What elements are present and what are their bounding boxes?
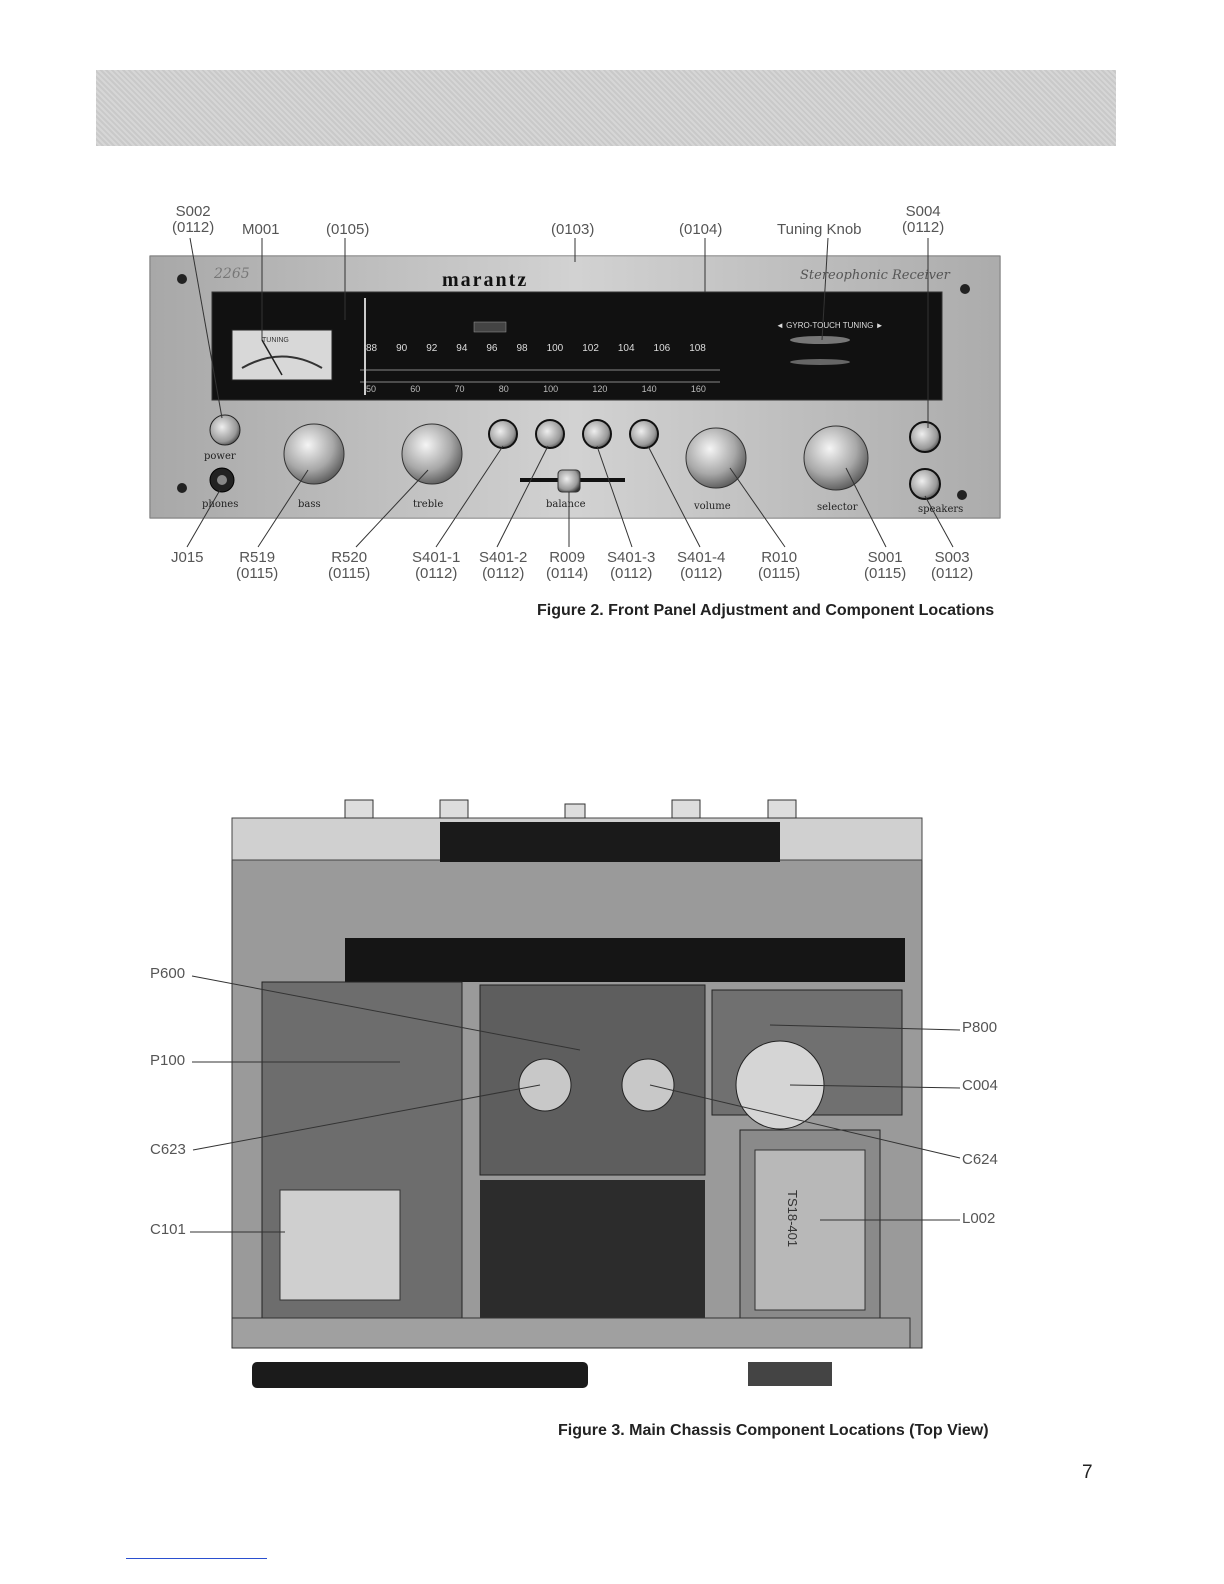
- callout-p800: P800: [962, 1019, 998, 1036]
- label-speakers: speakers: [918, 504, 964, 515]
- fm-102: 102: [582, 343, 599, 354]
- callout-s001: S001(0115): [864, 549, 907, 582]
- dial-assembly: [345, 938, 905, 982]
- callout-c004: C004: [962, 1077, 998, 1094]
- am-60: 60: [410, 384, 421, 394]
- fm-104: 104: [617, 343, 635, 354]
- callout-r010: R010(0115): [758, 549, 801, 582]
- callout-p600: P600: [150, 965, 186, 982]
- label-selector: selector: [817, 502, 858, 513]
- fm-96: 96: [486, 343, 498, 354]
- mono-button[interactable]: [535, 419, 565, 449]
- am-scale: 50 60 70 80 100 120 140 160: [366, 384, 706, 394]
- fm-108: 108: [689, 343, 706, 354]
- loudness-button[interactable]: [582, 419, 612, 449]
- meter-label: TUNING: [262, 337, 289, 344]
- am-160: 160: [690, 384, 706, 394]
- callout-0104: (0104): [679, 221, 723, 238]
- callout-s002: S002(0112): [172, 203, 215, 236]
- fm-98: 98: [516, 343, 528, 354]
- callout-l002: L002: [962, 1210, 996, 1227]
- label-power: power: [204, 451, 236, 462]
- am-70: 70: [454, 384, 465, 394]
- fm-92: 92: [426, 343, 438, 354]
- callout-c624: C624: [962, 1151, 998, 1168]
- figure-2-caption: Figure 2. Front Panel Adjustment and Com…: [537, 602, 995, 619]
- callout-r519: R519(0115): [236, 549, 279, 582]
- am-80: 80: [498, 384, 509, 394]
- power-button[interactable]: [209, 414, 241, 446]
- tuning-knob[interactable]: [790, 336, 850, 344]
- label-phones: phones: [202, 499, 239, 510]
- callout-s401-1: S401-1(0112): [412, 549, 461, 582]
- selector-knob[interactable]: [803, 425, 869, 491]
- tuning-meter: [231, 329, 333, 381]
- footnote-rule: [126, 1558, 267, 1559]
- muting-button[interactable]: [629, 419, 659, 449]
- gyro-tuning-label: ◄ GYRO-TOUCH TUNING ►: [776, 321, 884, 330]
- fm-90: 90: [396, 343, 408, 354]
- header-band: [96, 70, 1116, 146]
- callout-s401-2: S401-2(0112): [479, 549, 528, 582]
- callout-s401-3: S401-3(0112): [607, 549, 656, 582]
- volume-knob[interactable]: [685, 427, 747, 489]
- am-140: 140: [641, 384, 657, 394]
- callout-c101: C101: [150, 1221, 186, 1238]
- callout-s401-4: S401-4(0112): [677, 549, 726, 582]
- fm-100: 100: [546, 343, 564, 354]
- callout-s004: S004(0112): [902, 203, 945, 236]
- am-100: 100: [543, 384, 559, 394]
- fm-106: 106: [653, 343, 671, 354]
- bass-knob[interactable]: [283, 423, 345, 485]
- callout-0103: (0103): [551, 221, 595, 238]
- c004-capacitor: [735, 1040, 825, 1130]
- subtitle: Stereophonic Receiver: [800, 268, 950, 283]
- fm-88: 88: [366, 343, 378, 354]
- label-volume: volume: [694, 501, 731, 512]
- fm-scale: 88 90 92 94 96 98 100 102 104 106 108: [366, 343, 706, 354]
- tape-mon-button[interactable]: [488, 419, 518, 449]
- model-name: 2265: [214, 266, 250, 282]
- brand-logo: marantz: [442, 269, 529, 291]
- label-bass: bass: [298, 499, 321, 510]
- speakers-main-button[interactable]: [909, 421, 941, 453]
- c624-capacitor: [621, 1058, 675, 1112]
- transformer-label: TS18-401: [785, 1190, 800, 1248]
- callout-j015: J015: [171, 549, 204, 566]
- am-50: 50: [366, 384, 377, 394]
- callout-0105: (0105): [326, 221, 370, 238]
- c623-capacitor: [518, 1058, 572, 1112]
- speakers-remote-button[interactable]: [909, 468, 941, 500]
- callout-tuning-knob: Tuning Knob: [777, 221, 862, 238]
- callout-r520: R520(0115): [328, 549, 371, 582]
- front-end-module: [279, 1189, 401, 1301]
- fm-94: 94: [456, 343, 468, 354]
- label-treble: treble: [413, 499, 444, 510]
- balance-slider[interactable]: [557, 469, 581, 493]
- figure-3-caption: Figure 3. Main Chassis Component Locatio…: [558, 1422, 989, 1439]
- am-120: 120: [592, 384, 608, 394]
- callout-s003: S003(0112): [931, 549, 974, 582]
- callout-c623: C623: [150, 1141, 186, 1158]
- page-number: 7: [1082, 1462, 1093, 1483]
- callout-r009: R009(0114): [546, 549, 589, 582]
- callout-p100: P100: [150, 1052, 186, 1069]
- treble-knob[interactable]: [401, 423, 463, 485]
- heatsink: [480, 1180, 705, 1320]
- callout-m001: M001: [242, 221, 280, 238]
- label-balance: balance: [546, 499, 586, 510]
